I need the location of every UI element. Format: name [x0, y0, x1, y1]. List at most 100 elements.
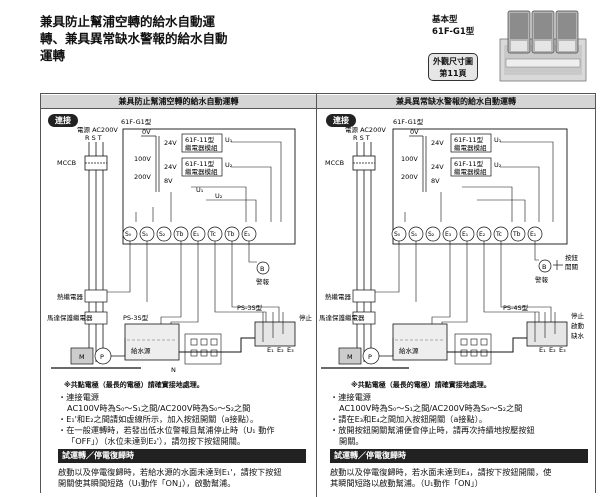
- title-line: 運轉: [40, 48, 66, 63]
- product-photo: [499, 10, 587, 82]
- motor-protection-label: 馬達保護繼電器: [319, 313, 365, 322]
- e3-label: E₃: [287, 346, 294, 354]
- thermal-relay: [84, 289, 108, 303]
- relay-label: 61F-11型: [454, 135, 484, 144]
- v200-label: 200V: [134, 173, 151, 181]
- terminal-label: Tb: [226, 231, 235, 238]
- mccb-breaker: [84, 155, 108, 171]
- e2-label: E₂: [549, 346, 556, 354]
- relay-unit: [507, 10, 531, 54]
- column-divider: [316, 93, 317, 497]
- v24b-label: 24V: [431, 163, 444, 171]
- abnormal-label: 缺水: [571, 331, 585, 340]
- right-wiring-diagram: MCCB 電源 AC200V R S T 61F-G1型 0V 100V 200…: [317, 112, 595, 382]
- model-label: 61F-G1型: [121, 117, 152, 126]
- power-label: 電源 AC200V: [345, 125, 386, 134]
- ps3s-label-2: PS-3S型: [237, 303, 263, 312]
- v200-label: 200V: [401, 173, 418, 181]
- step-line: ・連接電源: [58, 392, 99, 402]
- thermal-relay-label: 熱繼電器: [325, 292, 352, 301]
- right-ground-note: ※共點電極（最長的電極）請確實接地處理。: [351, 381, 491, 389]
- terminal-label: E₁: [244, 231, 251, 238]
- motor-label: M: [79, 353, 85, 361]
- left-steps: ・連接電源 AC100V時為S₀～S₁之間/AC200V時為S₀～S₂之間 ・E…: [58, 392, 275, 447]
- relay-label: 61F-11型: [185, 135, 215, 144]
- terminal: [425, 226, 441, 242]
- relay-module-1: 61F-11型 繼電器模組: [181, 133, 223, 153]
- terminal-label: E₃: [445, 231, 452, 238]
- terminal-label: Tb: [512, 231, 521, 238]
- e1-label: E₁: [267, 346, 274, 354]
- terminal-label: Tc: [209, 231, 216, 238]
- n-label: N: [171, 366, 176, 374]
- terminal-label: S₁: [411, 231, 418, 238]
- right-wiring-label: 連接: [326, 114, 356, 127]
- relay-label: 繼電器模組: [454, 143, 487, 152]
- mccb-label: MCCB: [325, 159, 344, 167]
- left-column-heading: 兼具防止幫浦空轉的給水自動運轉: [41, 95, 316, 109]
- ps4s-label: PS-4S型: [503, 303, 529, 312]
- building: [184, 333, 222, 365]
- terminal-label: S₂: [428, 231, 435, 238]
- ref-line: 外觀尺寸圖: [433, 57, 473, 66]
- step-line: AC100V時為S₀～S₁之間/AC200V時為S₀～S₂之間: [339, 403, 523, 413]
- supply-tank: [392, 323, 448, 361]
- left-wiring-label: 連接: [48, 114, 78, 127]
- relay-module-1: 61F-11型 繼電器模組: [450, 133, 492, 153]
- right-section-heading: 試運轉／停電復歸時: [330, 449, 588, 463]
- section-line: 其瞬間短路以啟動幫浦。（U₁動作「ON」）: [330, 478, 483, 488]
- relay-module-2: 61F-11型 繼電器模組: [181, 157, 223, 177]
- model-label: 61F-G1型: [393, 117, 424, 126]
- pump-label: P: [100, 353, 104, 361]
- transformer: [409, 135, 427, 192]
- title-line: 兼具防止幫浦空轉的給水自動運: [40, 14, 216, 29]
- relay-label: 繼電器模組: [185, 167, 218, 176]
- relay-unit: [531, 10, 555, 54]
- dimension-reference-box: 外觀尺寸圖 第11頁: [428, 53, 478, 81]
- v100-label: 100V: [134, 155, 151, 163]
- u2b-label: U₂: [215, 192, 223, 200]
- buzzer: [256, 261, 270, 275]
- ref-line: 第11頁: [439, 69, 467, 78]
- model-line: 基本型: [432, 15, 458, 25]
- alarm-label: 警報: [256, 277, 270, 286]
- u2-label: U₂: [494, 161, 502, 169]
- v24a-label: 24V: [164, 139, 177, 147]
- step-line: AC100V時為S₀～S₁之間/AC200V時為S₀～S₂之間: [67, 403, 251, 413]
- terminal-label: Tb: [175, 231, 184, 238]
- buzzer-label: B: [542, 263, 546, 271]
- supply-tank: [124, 323, 180, 361]
- v0-label: 0V: [410, 128, 419, 136]
- terminal-label: Tc: [495, 231, 502, 238]
- terminal-label: E₁: [193, 231, 200, 238]
- pushbutton-label: 開關: [565, 263, 578, 271]
- start-label: 啟動: [571, 321, 585, 330]
- content-frame: [40, 93, 596, 493]
- relay-module-2: 61F-11型 繼電器模組: [450, 157, 492, 177]
- motor-label: M: [347, 353, 353, 361]
- model-type: 基本型 61F-G1型: [432, 14, 474, 38]
- terminal-label: E₁: [530, 231, 537, 238]
- relay-label: 繼電器模組: [185, 143, 218, 152]
- step-line: ・E₁'和E₂之間請如虛線所示，加入按鈕開關（a接點）。: [58, 414, 259, 424]
- u1b-label: U₁: [196, 186, 204, 194]
- terminal: [510, 226, 526, 242]
- terminal-label: S₀: [394, 231, 401, 238]
- terminal: [156, 226, 172, 242]
- step-line: ・請在E₃和E₄之間加入按鈕開關（a接點）。: [330, 414, 488, 424]
- model-line: 61F-G1型: [432, 27, 475, 37]
- terminal-label: E₁: [462, 231, 469, 238]
- e3-label: E₃: [559, 346, 566, 354]
- u1-label: U₁: [494, 136, 502, 144]
- step-line: 「OFF」）（水位未達到E₂'），請勿按下按鈕開關。: [67, 436, 246, 446]
- buzzer: [538, 259, 552, 273]
- building: [454, 333, 492, 365]
- motor-protection-label: 馬達保護繼電器: [47, 313, 93, 322]
- left-wiring-diagram: MCCB 電源 AC200V R S T 61F-G1型 0V 100V 200…: [41, 112, 316, 382]
- title-line: 轉、兼具異常缺水警報的給水自動: [40, 31, 228, 46]
- terminal-row: [122, 226, 257, 242]
- terminal-label: S₁: [142, 231, 149, 238]
- section-line: 啟動以及停電復歸時，若水面未達到E₄，請按下按鈕開關，使: [330, 467, 552, 477]
- stop-label: 停止: [571, 311, 585, 320]
- terminal-label: S₂: [159, 231, 166, 238]
